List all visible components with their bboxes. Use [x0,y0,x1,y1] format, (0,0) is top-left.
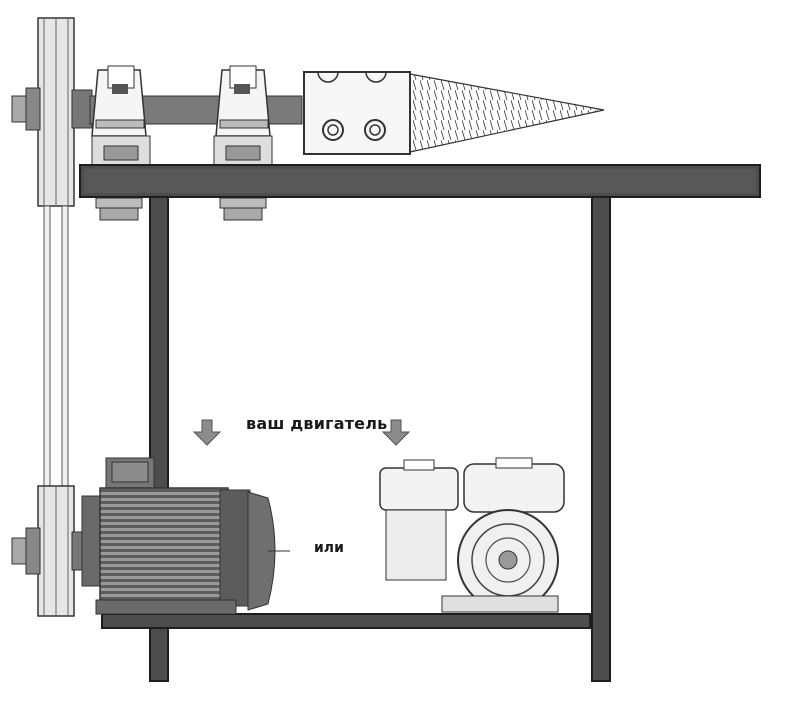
electric-motor [81,457,290,615]
lower-shelf [101,613,591,629]
belt [43,205,69,493]
down-arrow-icon [192,419,222,446]
belt-drive [11,17,93,617]
right-leg [591,196,611,682]
bearing-block-1 [91,65,151,221]
gasoline-engine [379,457,565,613]
splitter-cone [409,73,605,153]
bearing-block-2 [213,65,273,221]
down-arrow-icon [381,419,411,446]
upper-pulley [37,17,75,207]
or-caption: или [314,540,344,556]
engine-caption: ваш двигатель [246,414,388,433]
lower-pulley [37,485,75,617]
cone-coupling-box [303,71,411,155]
